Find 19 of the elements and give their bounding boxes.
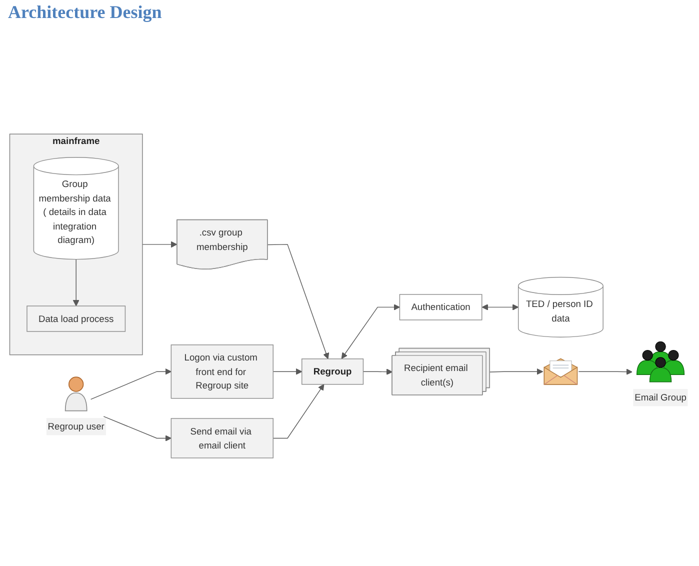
node-box: Logon via custom front end for Regroup site [170, 344, 274, 399]
arrow [482, 304, 519, 310]
node-box: Send email via email client [170, 418, 274, 458]
node-picture [542, 357, 579, 386]
arrow [90, 368, 172, 400]
arrow [272, 384, 324, 439]
arrow [362, 368, 393, 375]
arrow [267, 244, 330, 360]
node-box: Regroup [302, 358, 364, 385]
node-box: Authentication [399, 294, 482, 320]
arrow [341, 304, 400, 359]
arrow [578, 368, 632, 375]
arrow [272, 368, 302, 375]
arrow [142, 241, 178, 248]
arrow [72, 258, 80, 306]
arrow [103, 416, 172, 442]
node-box: Data load process [26, 306, 126, 332]
title: Architecture Design [8, 2, 162, 23]
arrow [490, 368, 544, 375]
